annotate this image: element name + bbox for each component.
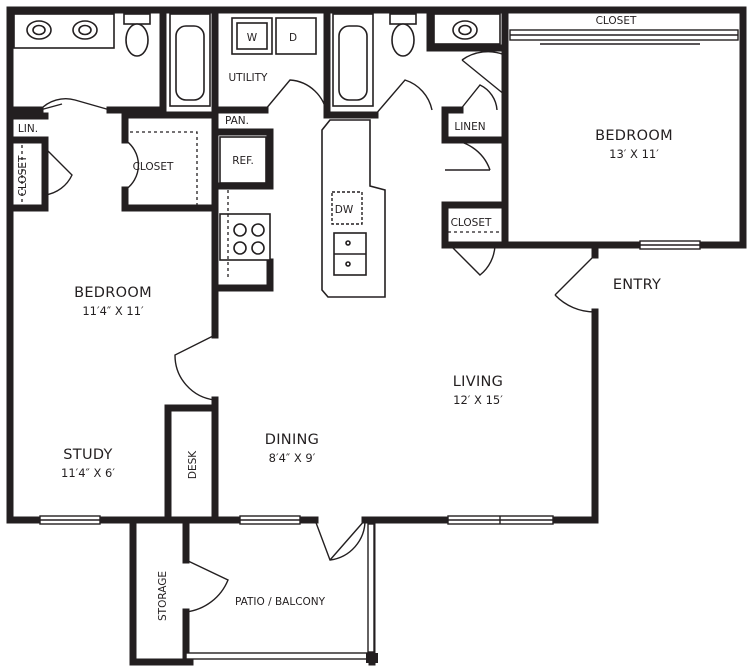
- dishwasher-label: DW: [335, 204, 354, 216]
- closet-top-label: CLOSET: [596, 15, 637, 27]
- linen-left-label: LIN.: [18, 123, 38, 135]
- bedroom-right-dim: 13′ X 11′: [609, 147, 659, 161]
- refrigerator-label: REF.: [232, 155, 254, 167]
- study-dim: 11′4″ X 6′: [61, 466, 115, 480]
- study-name: STUDY: [63, 447, 112, 463]
- washer-label: W: [247, 32, 258, 44]
- dryer-icon: [275, 17, 317, 55]
- dishwasher-icon: [331, 191, 363, 225]
- toilet-icon: [389, 13, 417, 25]
- linen-right-label: LINEN: [454, 121, 485, 133]
- dining-dim: 8′4″ X 9′: [269, 451, 316, 465]
- walls: [6, 6, 747, 666]
- toilet-icon: [123, 13, 151, 25]
- doors: [39, 51, 596, 613]
- left-bath-fixtures: [13, 13, 211, 107]
- living-name: LIVING: [453, 374, 503, 390]
- kitchen: [219, 119, 386, 298]
- bedroom-left-dim: 11′4″ X 11′: [82, 304, 144, 318]
- right-bath-fixtures: [332, 13, 501, 107]
- dryer-label: D: [289, 32, 297, 44]
- windows: [39, 240, 701, 525]
- storage-label: STORAGE: [157, 571, 169, 621]
- labels: CLOSET CLOSET CLOSET LIN. LINEN UTILITY …: [17, 15, 673, 621]
- closet-left-label: CLOSET: [17, 155, 29, 196]
- bedroom-left-name: BEDROOM: [74, 285, 152, 301]
- dining-name: DINING: [265, 432, 319, 448]
- patio-railing: [185, 523, 378, 663]
- pantry-label: PAN.: [225, 115, 249, 127]
- bedroom-right-name: BEDROOM: [595, 128, 673, 144]
- patio-name: PATIO / BALCONY: [235, 596, 326, 608]
- entry-name: ENTRY: [613, 277, 661, 293]
- utility-label: UTILITY: [229, 72, 269, 84]
- laundry: [231, 17, 317, 55]
- living-dim: 12′ X 15′: [453, 393, 503, 407]
- closet-mid-label: CLOSET: [133, 161, 174, 173]
- closet-right-label: CLOSET: [451, 217, 492, 229]
- refrigerator-icon: [219, 136, 267, 184]
- desk-label: DESK: [187, 450, 199, 479]
